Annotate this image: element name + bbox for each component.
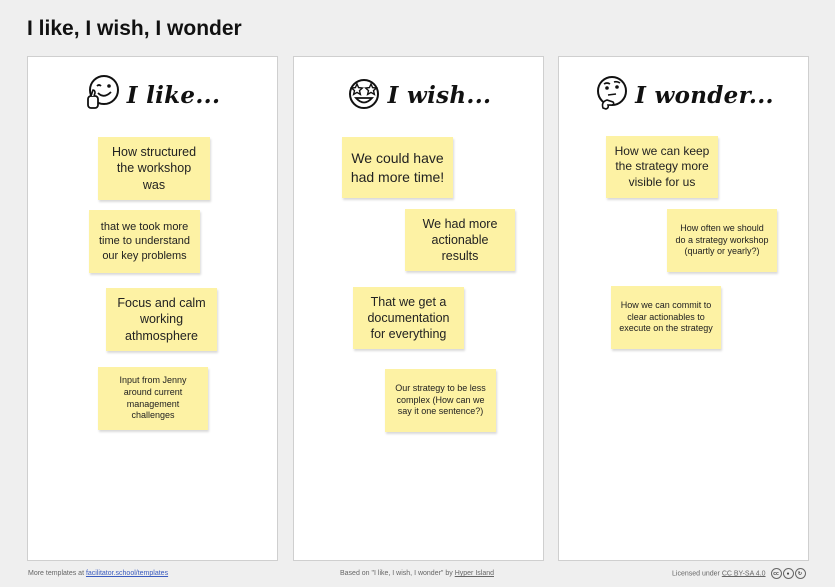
templates-link[interactable]: facilitator.school/templates [85,570,169,577]
cc-icon: cc [770,568,782,579]
star-struck-icon [346,74,382,117]
thinking-face-icon [593,74,629,117]
column-i-wish: I wish... We could have had more time! W… [293,56,544,561]
sticky-note[interactable]: How we can commit to clear actionables t… [611,286,721,349]
column-header: I like... [28,73,277,117]
hyper-island-link[interactable]: Hyper Island [454,570,494,577]
column-header: I wish... [294,73,543,117]
sticky-note[interactable]: that we took more time to understand our… [89,210,200,273]
column-title: I wish... [387,81,492,109]
smiling-thumbs-up-icon [85,74,121,117]
footer-right-text: Licensed under [672,570,722,578]
sticky-note[interactable]: We had more actionable results [405,209,515,271]
sticky-note[interactable]: Focus and calm working athmosphere [106,288,217,351]
sticky-note[interactable]: That we get a documentation for everythi… [353,287,464,349]
license-icons: cc ● ↻ [770,568,806,579]
license-link[interactable]: CC BY-SA 4.0 [721,570,766,578]
by-icon: ● [782,568,794,579]
footer-left: More templates at facilitator.school/tem… [28,570,168,577]
sticky-note[interactable]: Our strategy to be less complex (How can… [385,369,496,432]
column-i-wonder: I wonder... How we can keep the strategy… [558,56,809,561]
column-i-like: I like... How structured the workshop wa… [27,56,278,561]
footer-center-text: Based on "I like, I wish, I wonder" by [340,570,455,577]
column-title: I wonder... [635,81,774,109]
sticky-note[interactable]: How often we should do a strategy worksh… [667,209,777,272]
sticky-note[interactable]: We could have had more time! [342,137,453,198]
footer-center: Based on "I like, I wish, I wonder" by H… [340,570,494,577]
sticky-note[interactable]: How structured the workshop was [98,137,210,200]
footer-right: Licensed under CC BY-SA 4.0 cc ● ↻ [672,568,806,579]
column-title: I like... [126,81,221,109]
sa-icon: ↻ [794,568,806,579]
sticky-note[interactable]: Input from Jenny around current manageme… [98,367,208,430]
footer-left-text: More templates at [28,570,86,577]
column-header: I wonder... [559,73,808,117]
page-title: I like, I wish, I wonder [27,17,242,40]
sticky-note[interactable]: How we can keep the strategy more visibl… [606,136,718,198]
